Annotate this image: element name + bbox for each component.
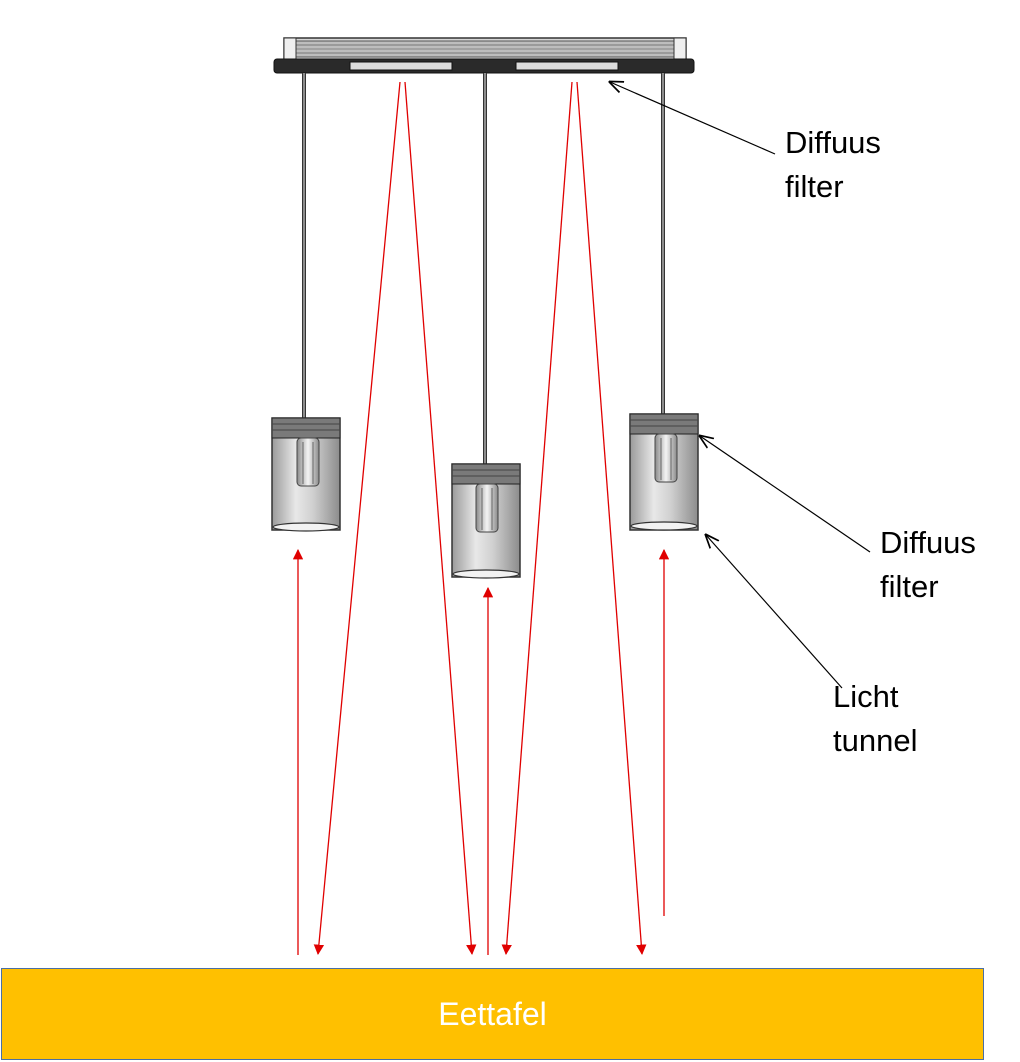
ray-top-left-b xyxy=(404,81,477,956)
light-rays xyxy=(292,81,670,956)
label-line: filter xyxy=(880,569,939,604)
label-line: Licht xyxy=(833,679,899,714)
leader-light-tunnel xyxy=(706,535,843,689)
label-line: filter xyxy=(785,169,844,204)
label-licht-tunnel: Licht tunnel xyxy=(833,675,917,763)
ray-top-right-b xyxy=(576,81,647,956)
pendant-lamp-right xyxy=(629,413,699,531)
label-diffuus-filter-top: Diffuus filter xyxy=(785,121,881,209)
label-line: Diffuus xyxy=(785,125,881,160)
dining-table-label: Eettafel xyxy=(438,995,547,1032)
annotation-lines xyxy=(610,82,871,689)
label-diffuus-filter-lamp: Diffuus filter xyxy=(880,521,976,609)
suspension-cables xyxy=(302,73,665,465)
label-line: tunnel xyxy=(833,723,918,758)
leader-lamp-filter xyxy=(700,436,871,553)
dining-table: Eettafel xyxy=(1,968,984,1060)
leader-top-filter xyxy=(610,82,776,155)
pendant-lamp-middle xyxy=(451,463,521,579)
ray-top-left-a xyxy=(313,81,401,956)
label-line: Diffuus xyxy=(880,525,976,560)
pendant-lamp-left xyxy=(271,417,341,532)
ray-top-right-a xyxy=(501,81,573,956)
ceiling-fixture xyxy=(273,37,695,74)
